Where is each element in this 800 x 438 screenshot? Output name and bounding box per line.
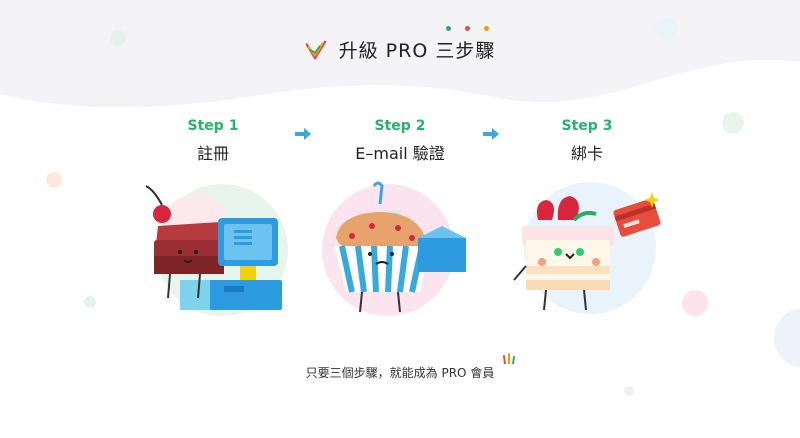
step-3: Step 3 綁卡 xyxy=(507,118,667,164)
checkmark-logo-icon xyxy=(305,40,326,59)
step-3-name: 綁卡 xyxy=(570,144,603,163)
header: 升級 PRO 三步驟 xyxy=(0,26,800,65)
cake-card-illustration xyxy=(513,182,661,314)
page-title: 升級 PRO 三步驟 xyxy=(338,40,496,62)
step-2-label: Step 2 xyxy=(374,118,426,134)
decorative-dot xyxy=(682,290,708,316)
decorative-dot xyxy=(84,296,96,308)
step-1-name: 註冊 xyxy=(196,144,229,163)
step-1: Step 1 註冊 xyxy=(133,118,293,164)
decorative-dot xyxy=(624,386,634,396)
decorative-dot xyxy=(655,18,677,40)
muffin-envelope-illustration xyxy=(322,181,466,316)
step-2-name: E–mail 驗證 xyxy=(355,144,445,163)
cake-computer-illustration xyxy=(145,184,288,316)
dot-green xyxy=(446,26,452,31)
title-dots xyxy=(446,26,490,31)
spark-icon xyxy=(503,353,515,364)
decorative-dot xyxy=(46,172,62,188)
step-3-label: Step 3 xyxy=(561,118,613,134)
decorative-dot xyxy=(722,112,744,134)
dot-orange xyxy=(484,26,490,31)
footer-text: 只要三個步驟，就能成為 PRO 會員 xyxy=(305,366,495,380)
step-2: Step 2 E–mail 驗證 xyxy=(320,118,480,164)
dot-red xyxy=(465,26,471,31)
footer: 只要三個步驟，就能成為 PRO 會員 xyxy=(0,353,800,381)
decorative-dot xyxy=(110,30,126,46)
step-1-label: Step 1 xyxy=(187,118,239,134)
arrow-right-icon xyxy=(483,128,499,140)
arrow-right-icon xyxy=(295,128,311,140)
title-group: 升級 PRO 三步驟 xyxy=(305,26,496,63)
